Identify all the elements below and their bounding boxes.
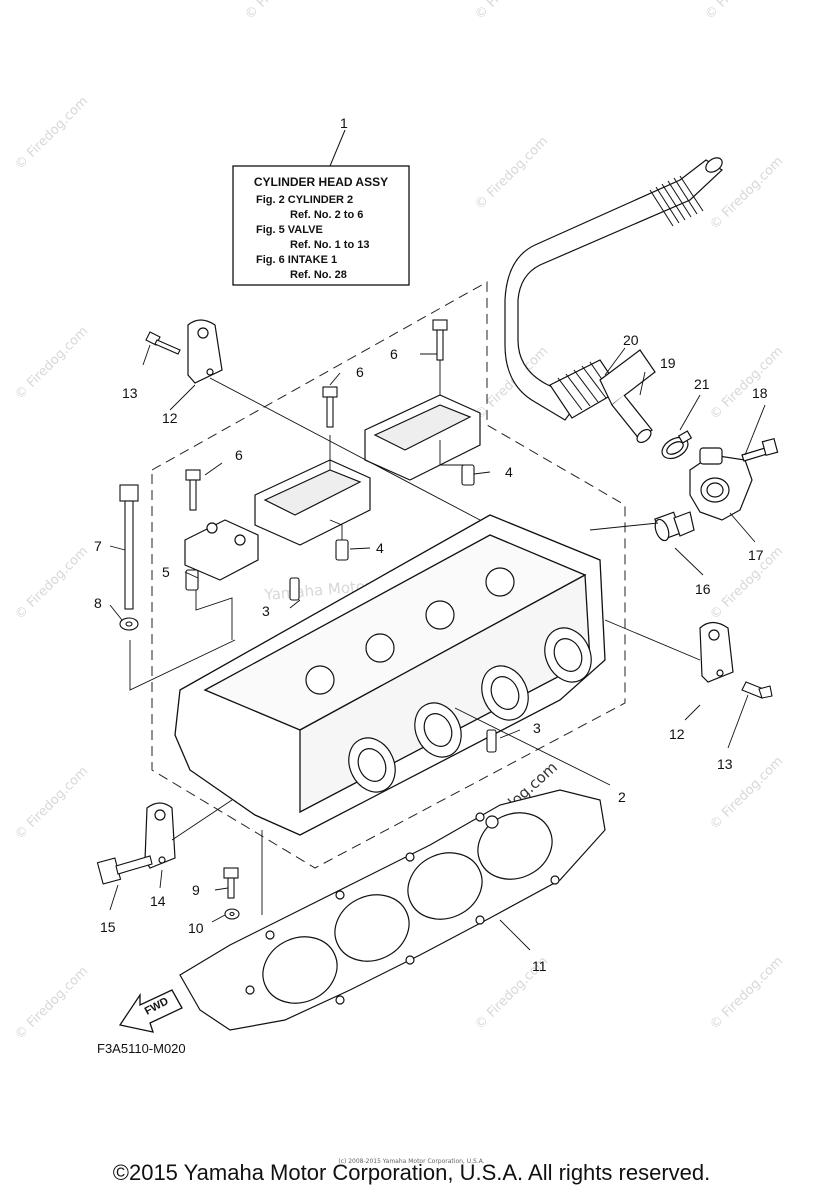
callout-6: 6 [356, 364, 364, 380]
watermark: © Firedog.com [702, 0, 781, 23]
water-pipe-19 [599, 349, 656, 444]
watermark: © Firedog.com [12, 94, 91, 173]
callout-numbers: 1 2 3 3 4 4 5 6 6 6 7 8 9 10 11 12 12 13… [94, 115, 768, 974]
head-bolt-7 [119, 484, 139, 610]
watermark: © Firedog.com [707, 954, 786, 1033]
callout-11: 11 [532, 958, 547, 974]
watermark: © Firedog.com [707, 344, 786, 423]
leader-lines [109, 344, 766, 951]
thermostat-housing-17 [689, 447, 753, 521]
reference-box-line: Ref. No. 2 to 6 [290, 209, 363, 221]
watermark: © Firedog.com [472, 0, 551, 23]
callout-14: 14 [150, 893, 166, 909]
watermark: © Firedog.com [12, 324, 91, 403]
callout-20: 20 [623, 332, 639, 348]
callout-4: 4 [376, 540, 384, 556]
figure-code: F3A5110-M020 [97, 1041, 186, 1056]
reference-box: CYLINDER HEAD ASSY Fig. 2 CYLINDER 2 Ref… [232, 129, 410, 286]
camshaft-cap [254, 459, 371, 546]
reference-box-line: Fig. 6 INTAKE 1 [256, 254, 337, 266]
pin-3 [289, 577, 497, 753]
bolt-9 [223, 867, 239, 899]
reference-box-line: Fig. 2 CYLINDER 2 [256, 194, 353, 206]
reference-box-title: CYLINDER HEAD ASSY [254, 175, 388, 189]
fwd-arrow-icon: FWD [118, 989, 183, 1033]
hose-clamp-21 [661, 430, 693, 460]
callout-3: 3 [533, 720, 541, 736]
bracket-14 [144, 802, 176, 869]
washer-10 [224, 908, 240, 920]
callout-9: 9 [192, 882, 200, 898]
callout-4: 4 [505, 464, 513, 480]
water-hose-20 [504, 157, 723, 421]
callout-6: 6 [235, 447, 243, 463]
bolt-18 [741, 437, 779, 462]
watermark: © Firedog.com [12, 964, 91, 1043]
callout-3: 3 [262, 603, 270, 619]
callout-2: 2 [618, 789, 626, 805]
watermark: © Firedog.com [12, 764, 91, 843]
watermark: © Firedog.com [707, 544, 786, 623]
washer-8 [119, 617, 139, 631]
bolt-6 [185, 319, 448, 511]
callout-8: 8 [94, 595, 102, 611]
head-gasket-11 [179, 789, 606, 1031]
callout-18: 18 [752, 385, 768, 401]
callout-19: 19 [660, 355, 676, 371]
copyright-notice: ©2015 Yamaha Motor Corporation, U.S.A. A… [112, 1160, 711, 1185]
watermark: © Firedog.com [12, 544, 91, 623]
reference-box-line: Fig. 5 VALVE [256, 224, 323, 236]
thermostat-16 [654, 511, 695, 542]
watermark: © Firedog.com [242, 0, 321, 23]
assembly-boundary [151, 281, 626, 869]
cylinder-head-ports [305, 567, 592, 793]
reference-box-line: Ref. No. 28 [290, 269, 347, 281]
callout-12: 12 [162, 410, 178, 426]
tiny-copyright: (c) 2008-2015 Yamaha Motor Corporation, … [338, 1158, 485, 1165]
callout-21: 21 [694, 376, 710, 392]
callout-7: 7 [94, 538, 102, 554]
callout-13: 13 [122, 385, 138, 401]
bolt-15 [96, 855, 153, 885]
callout-15: 15 [100, 919, 116, 935]
callout-16: 16 [695, 581, 711, 597]
reference-box-line: Ref. No. 1 to 13 [290, 239, 369, 251]
bolt-13 [145, 331, 773, 699]
callout-6: 6 [390, 346, 398, 362]
callout-5: 5 [162, 564, 170, 580]
watermark: © Firedog.com [472, 134, 551, 213]
callout-12: 12 [669, 726, 685, 742]
camshaft-cap-small [184, 519, 259, 581]
callout-17: 17 [748, 547, 764, 563]
callout-10: 10 [188, 920, 204, 936]
callout-13: 13 [717, 756, 733, 772]
callout-1: 1 [340, 115, 348, 131]
bracket-12 [187, 319, 734, 683]
